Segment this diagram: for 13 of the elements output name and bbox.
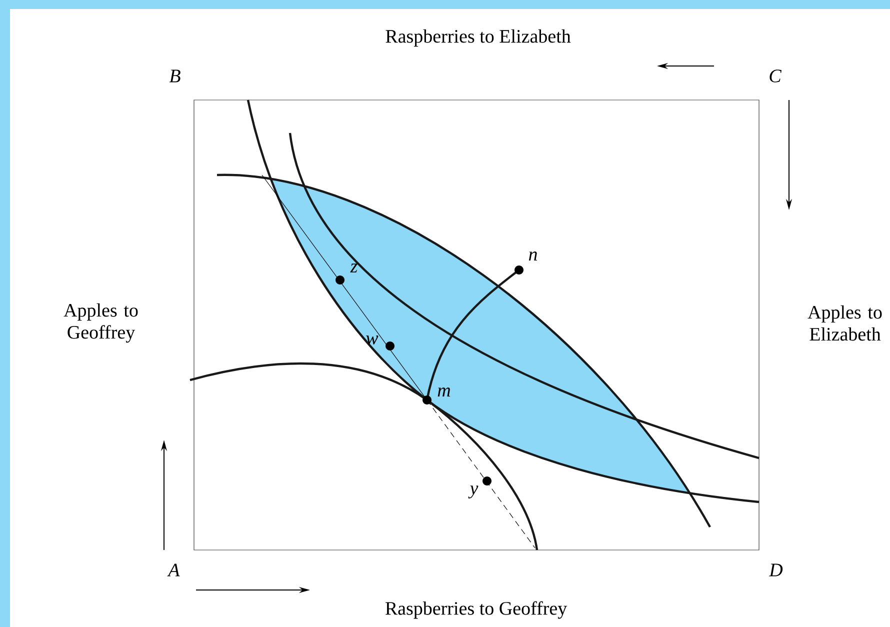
point-label: m — [438, 388, 450, 396]
point-label: n — [528, 252, 537, 260]
axis-label: Apples to Geoffrey — [64, 303, 138, 343]
corner-label: A — [167, 564, 180, 576]
point-label: w — [366, 336, 378, 344]
axis-label: Raspberries to Geoffrey — [385, 601, 568, 619]
point-label: z — [350, 264, 358, 272]
axis-label: Raspberries to Elizabeth — [386, 29, 571, 47]
point-label: y — [468, 486, 478, 498]
corner-label: D — [768, 564, 783, 576]
axis-label: Apples to Elizabeth — [808, 305, 882, 341]
corner-label: B — [169, 70, 180, 82]
corner-label: C — [770, 70, 782, 82]
